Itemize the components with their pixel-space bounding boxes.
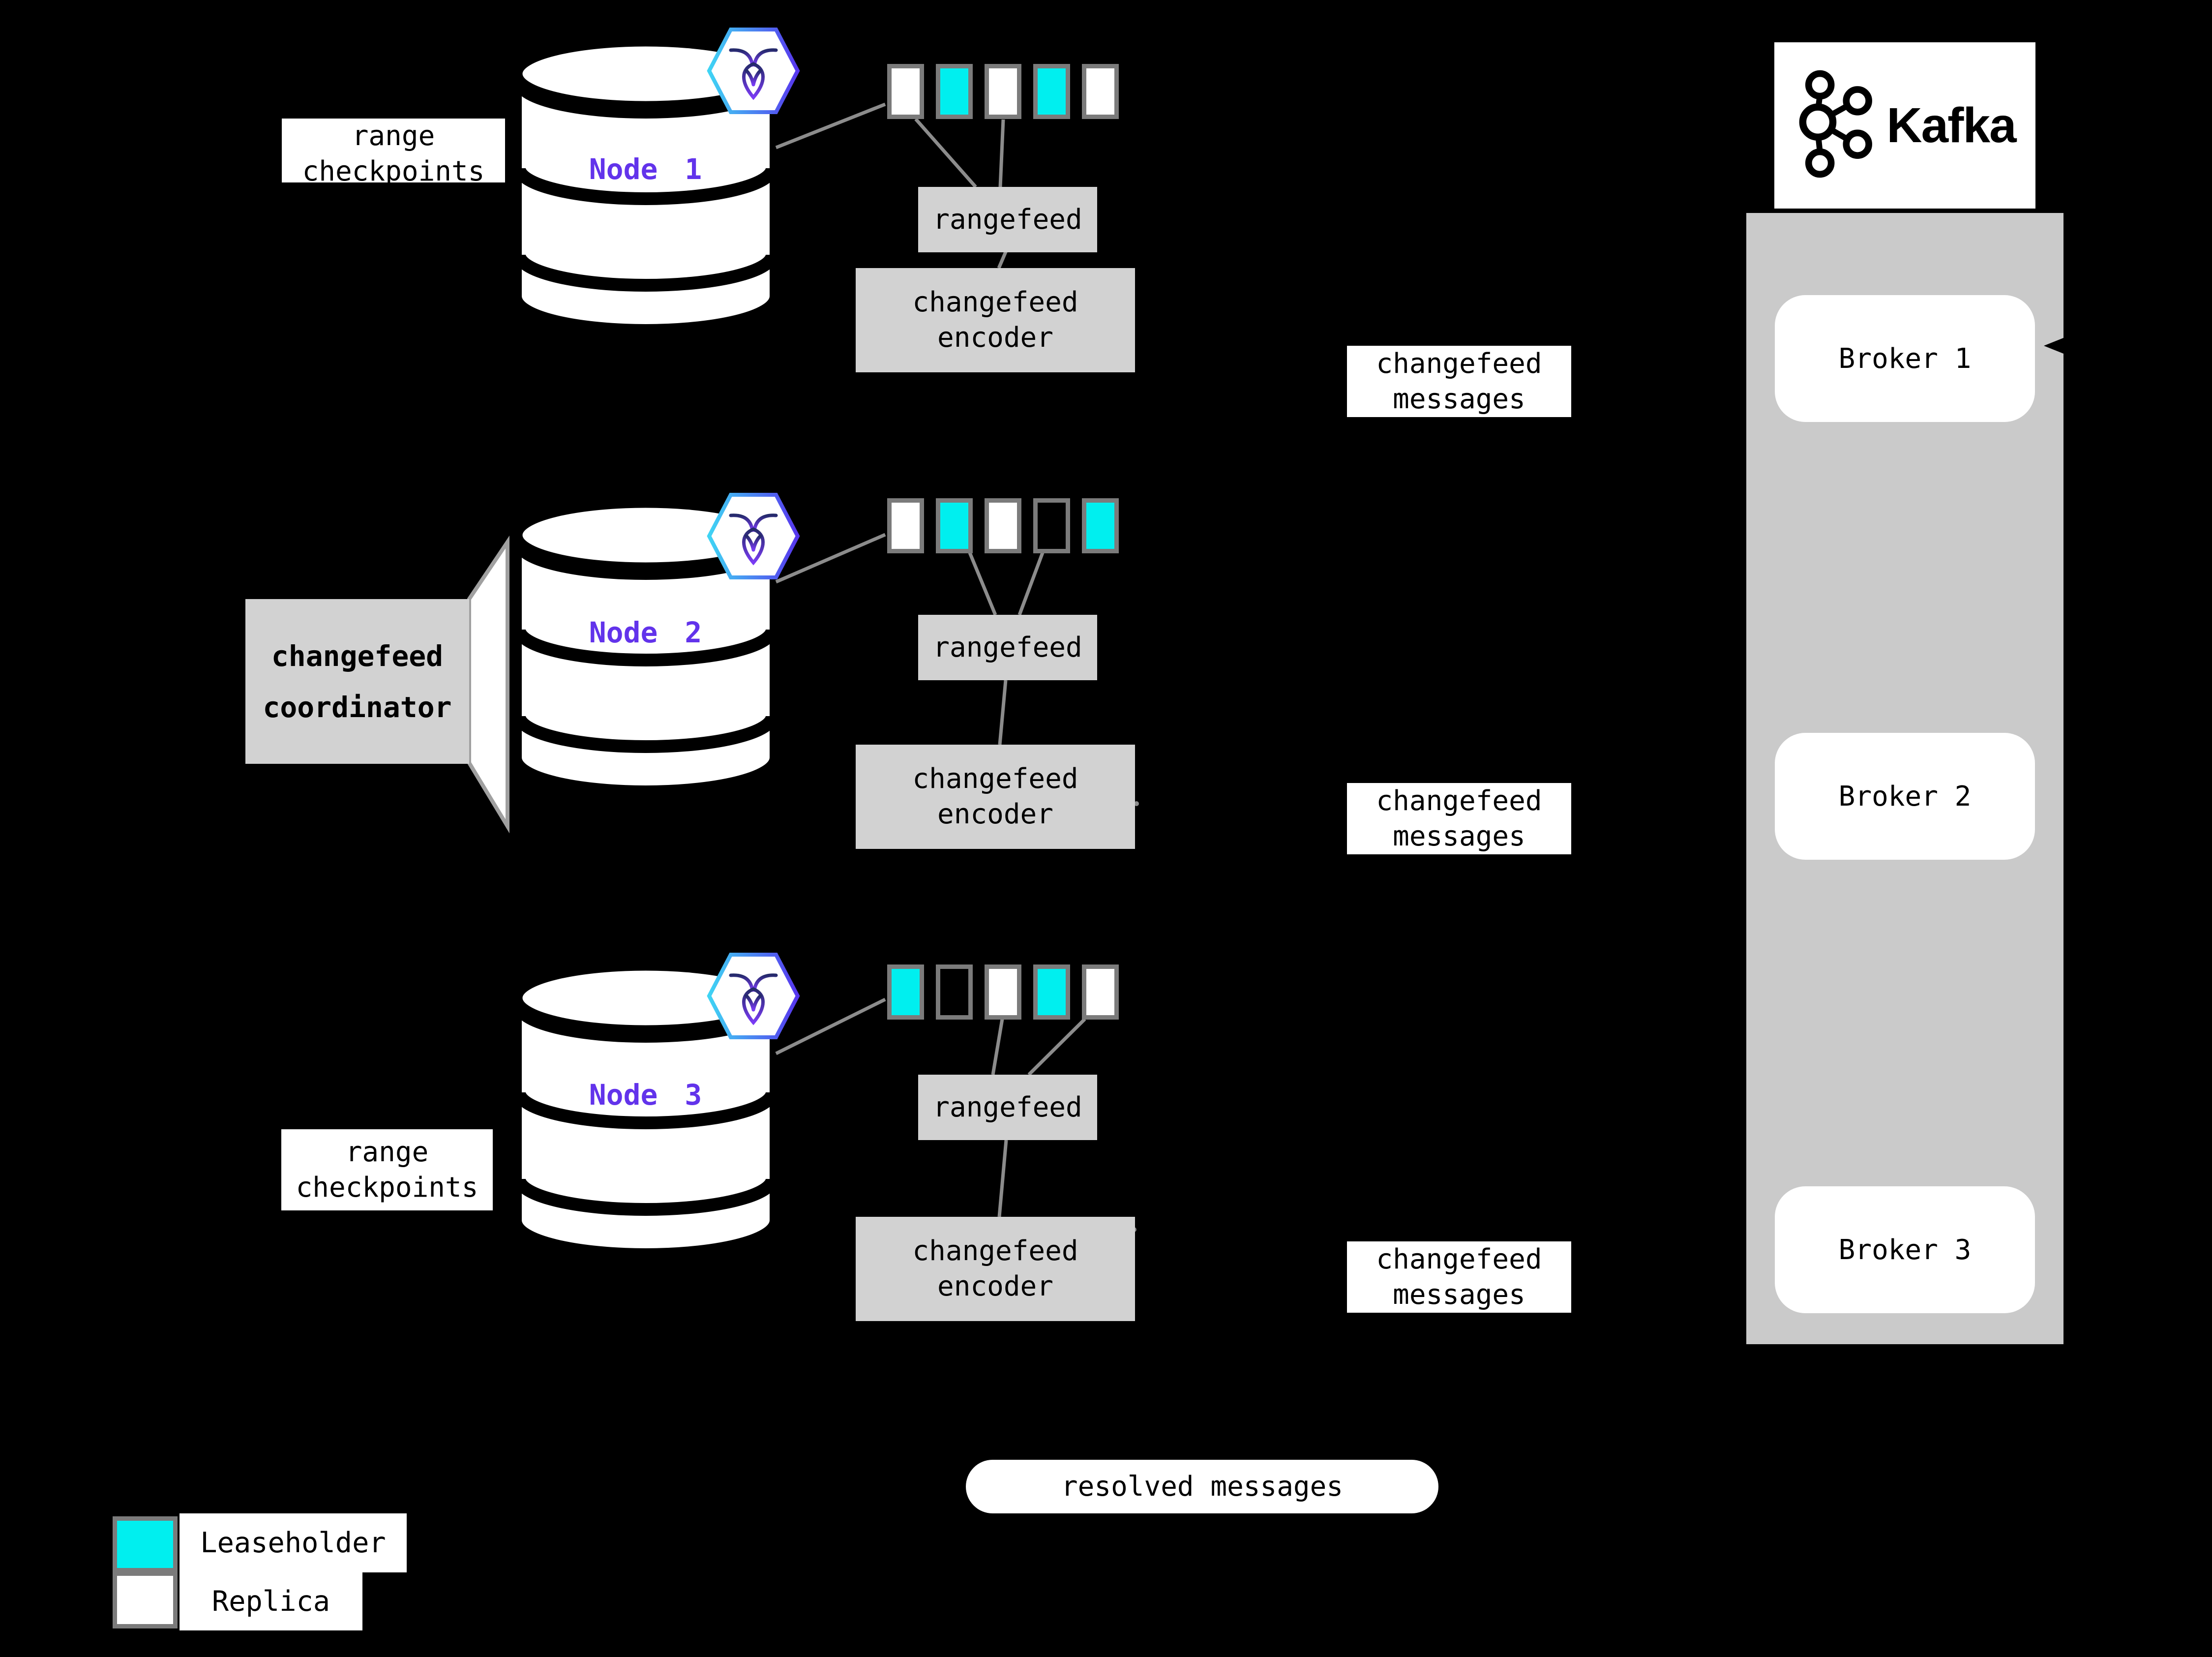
range-cell <box>985 64 1021 119</box>
range-cell <box>1033 498 1070 553</box>
node1-cockroach-badge-icon <box>709 30 798 112</box>
changefeed-coordinator-label: changefeed coordinator <box>245 599 469 764</box>
kafka-broker-3: Broker 3 <box>1775 1186 2035 1313</box>
rangefeed-box-node2: rangefeed <box>918 615 1097 680</box>
range-checkpoints-label-bottom: range checkpoints <box>281 1129 493 1210</box>
kafka-broker-1: Broker 1 <box>1775 295 2035 422</box>
changefeed-messages-label-2: changefeed messages <box>1347 783 1571 854</box>
kafka-wordmark: Kafka <box>1886 97 2016 153</box>
range-cell <box>936 64 973 119</box>
changefeed-encoder-box-node2: changefeed encoder <box>856 745 1135 849</box>
range-cell <box>887 964 924 1020</box>
range-cell <box>887 498 924 553</box>
range-cell <box>1082 964 1119 1020</box>
legend-leaseholder-swatch <box>113 1516 178 1572</box>
node2-cockroach-badge-icon <box>709 495 798 577</box>
rangefeed-box-node1: rangefeed <box>918 187 1097 252</box>
node3-cockroach-badge-icon <box>709 955 798 1037</box>
resolved-messages-pill: resolved messages <box>966 1460 1438 1513</box>
node1-label: Node 1 <box>589 152 702 186</box>
changefeed-encoder-box-node3: changefeed encoder <box>856 1217 1135 1321</box>
legend-replica-label: Replica <box>179 1572 362 1630</box>
changefeed-encoder-box-node1: changefeed encoder <box>856 268 1135 372</box>
kafka-logo-icon <box>1799 70 1873 178</box>
range-cell <box>887 64 924 119</box>
range-cell <box>936 498 973 553</box>
range-cell <box>985 498 1021 553</box>
changefeed-messages-label-3: changefeed messages <box>1347 1241 1571 1313</box>
legend-leaseholder-label: Leaseholder <box>179 1513 407 1572</box>
node3-label: Node 3 <box>589 1078 702 1112</box>
range-cell <box>1082 498 1119 553</box>
kafka-logo-card: Kafka <box>1774 42 2035 209</box>
node2-label: Node 2 <box>589 616 702 649</box>
range-cell <box>985 964 1021 1020</box>
coordinator-flag-shape <box>467 535 509 834</box>
range-checkpoints-label-top: range checkpoints <box>282 119 505 182</box>
range-cell <box>1033 64 1070 119</box>
range-cell <box>1033 964 1070 1020</box>
kafka-broker-2: Broker 2 <box>1775 733 2035 860</box>
rangefeed-box-node3: rangefeed <box>918 1075 1097 1140</box>
range-cell <box>1082 64 1119 119</box>
range-cell <box>936 964 973 1020</box>
changefeed-messages-label-1: changefeed messages <box>1347 346 1571 417</box>
legend-replica-swatch <box>113 1571 178 1628</box>
connector-lines <box>775 102 1086 1217</box>
incoming-arrowhead-icon <box>2044 336 2068 356</box>
